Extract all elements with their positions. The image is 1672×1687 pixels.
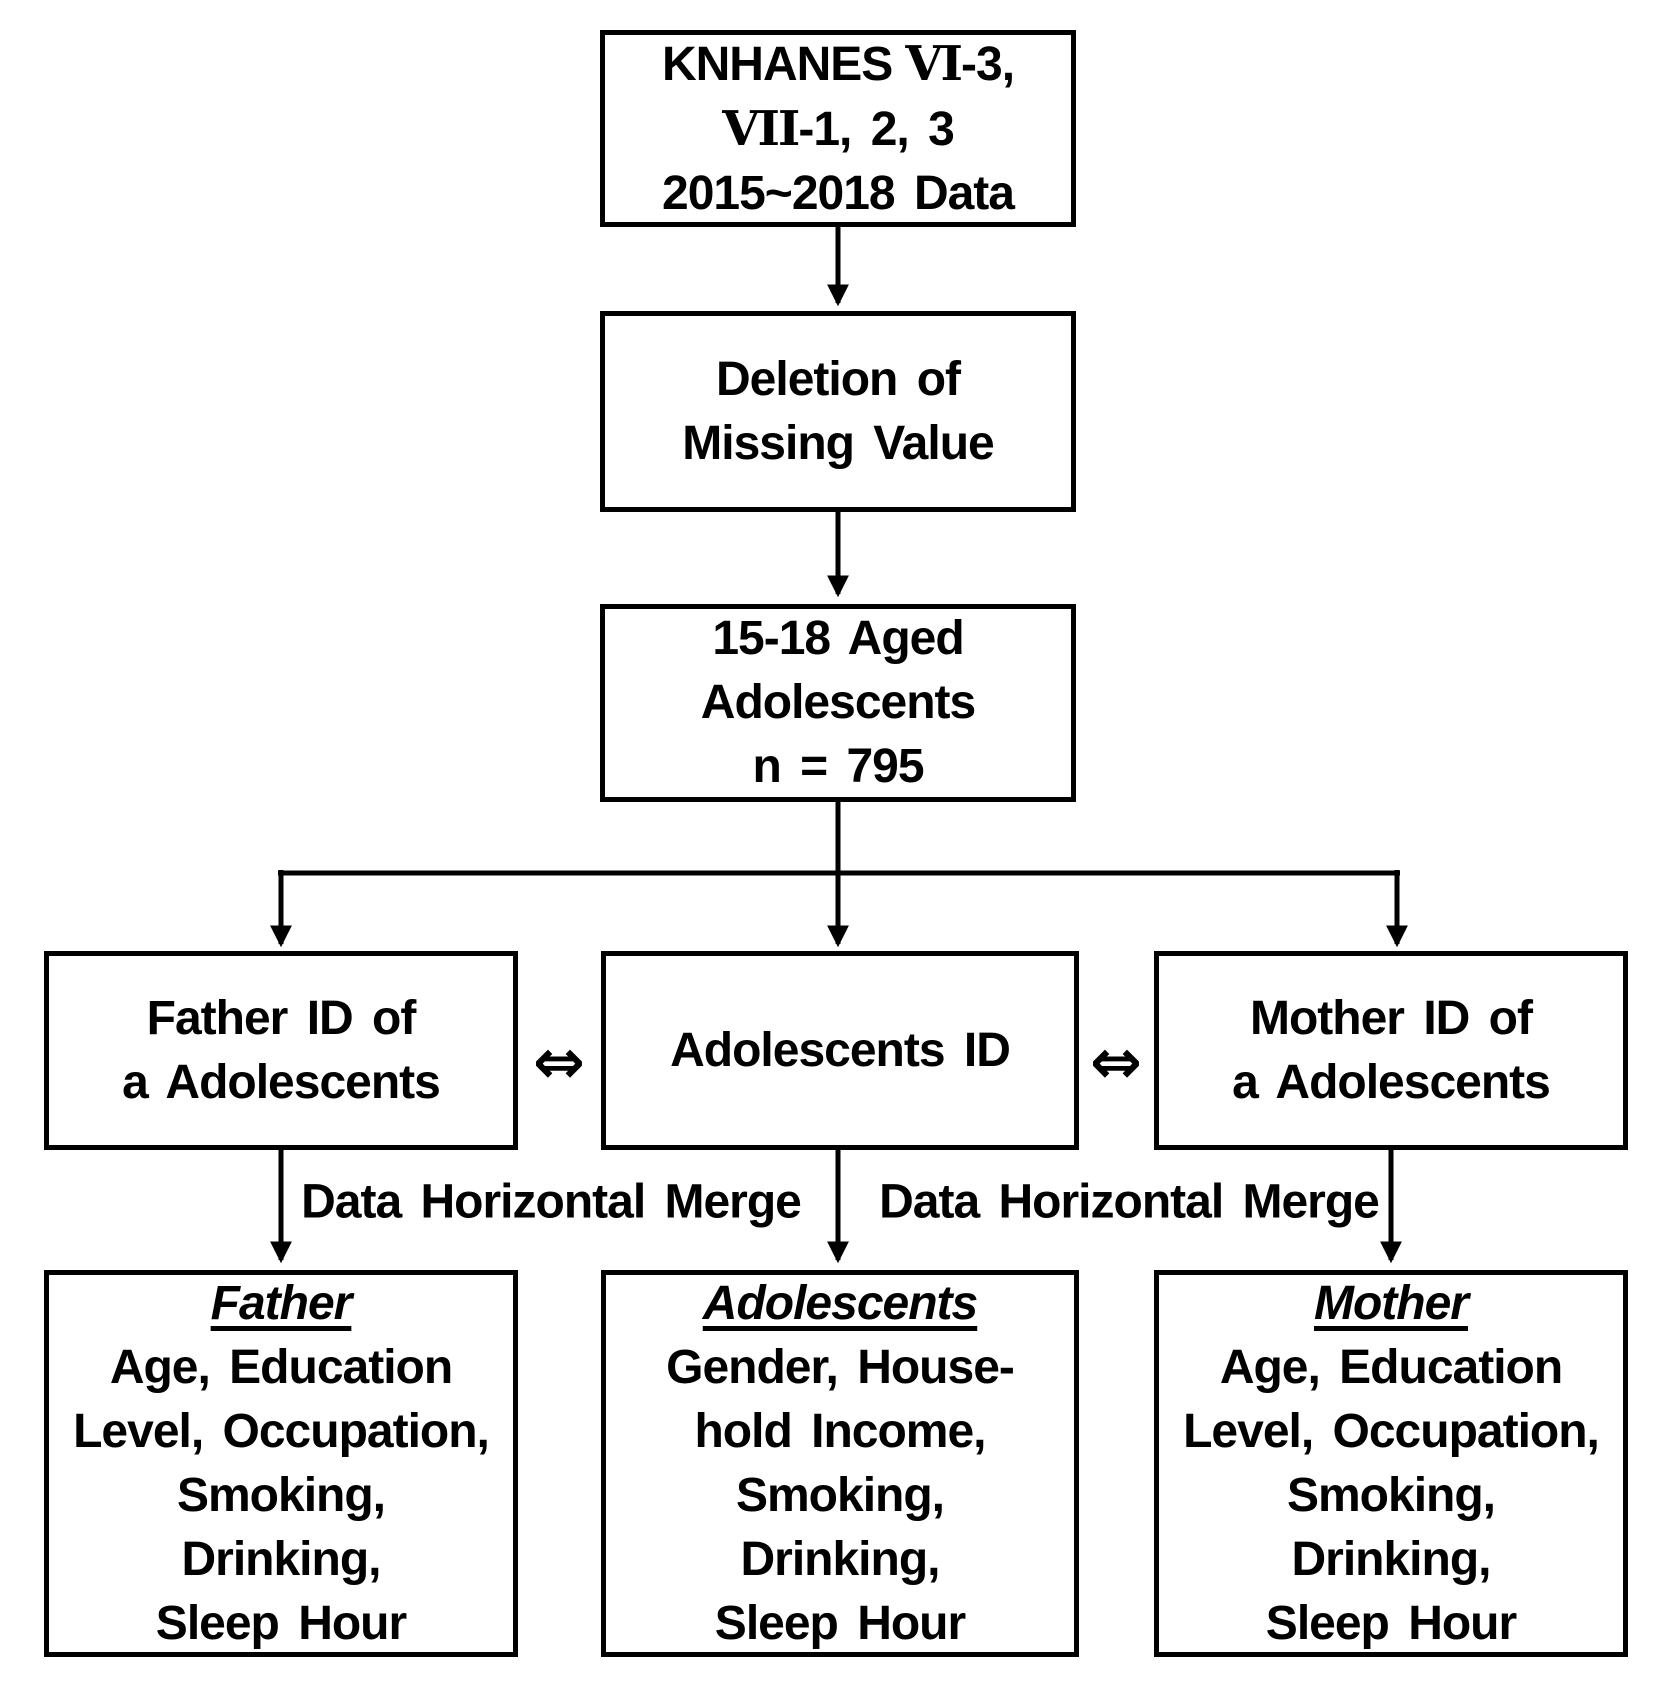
father-box-title: Father [210, 1276, 353, 1330]
father-id-box: Father ID of a Adolescents [44, 951, 518, 1150]
mother-box-title: Mother [1314, 1276, 1469, 1330]
mother-id-box: Mother ID of a Adolescents [1154, 951, 1628, 1150]
data-horizontal-merge-label-right: Data Horizontal Merge [879, 1175, 1380, 1229]
data-horizontal-merge-label-left: Data Horizontal Merge [301, 1175, 802, 1229]
left-right-double-arrow-icon: ⇔ [1090, 1025, 1142, 1098]
adolescents-box-title: Adolescents [702, 1276, 978, 1330]
deletion-missing-value-box: Deletion of Missing Value [600, 311, 1076, 512]
source-line-1-prefix: KNHANES [661, 37, 893, 91]
roman-numeral-vii: VII [722, 100, 800, 157]
father-id-box-text: Father ID of a Adolescents [122, 991, 441, 1109]
father-variables-box: Father Age, Education Level, Occupation,… [44, 1270, 518, 1657]
source-line-1-suffix: -3, [961, 37, 1015, 91]
left-right-double-arrow-icon: ⇔ [533, 1025, 585, 1098]
source-line-2-suffix: -1, 2, 3 [798, 102, 954, 156]
adolescents-box-text: Gender, House- hold Income, Smoking, Dri… [666, 1340, 1015, 1650]
source-line-3: 2015~2018 Data [662, 166, 1015, 220]
aged-box-text: 15-18 Aged Adolescents n = 795 [700, 612, 976, 793]
adolescents-variables-box: Adolescents Gender, House- hold Income, … [601, 1270, 1079, 1657]
adolescents-id-box-text: Adolescents ID [670, 1023, 1011, 1077]
mother-id-box-text: Mother ID of a Adolescents [1232, 991, 1551, 1109]
father-box-text: Age, Education Level, Occupation, Smokin… [73, 1340, 490, 1650]
source-line-2: VII-1, 2, 3 [722, 97, 955, 162]
deletion-box-text: Deletion of Missing Value [682, 352, 994, 470]
aged-adolescents-box: 15-18 Aged Adolescents n = 795 [600, 604, 1076, 802]
mother-variables-box: Mother Age, Education Level, Occupation,… [1154, 1270, 1628, 1657]
mother-box-text: Age, Education Level, Occupation, Smokin… [1183, 1340, 1600, 1650]
roman-numeral-vi: VI [905, 35, 963, 92]
adolescents-id-box: Adolescents ID [601, 951, 1079, 1150]
